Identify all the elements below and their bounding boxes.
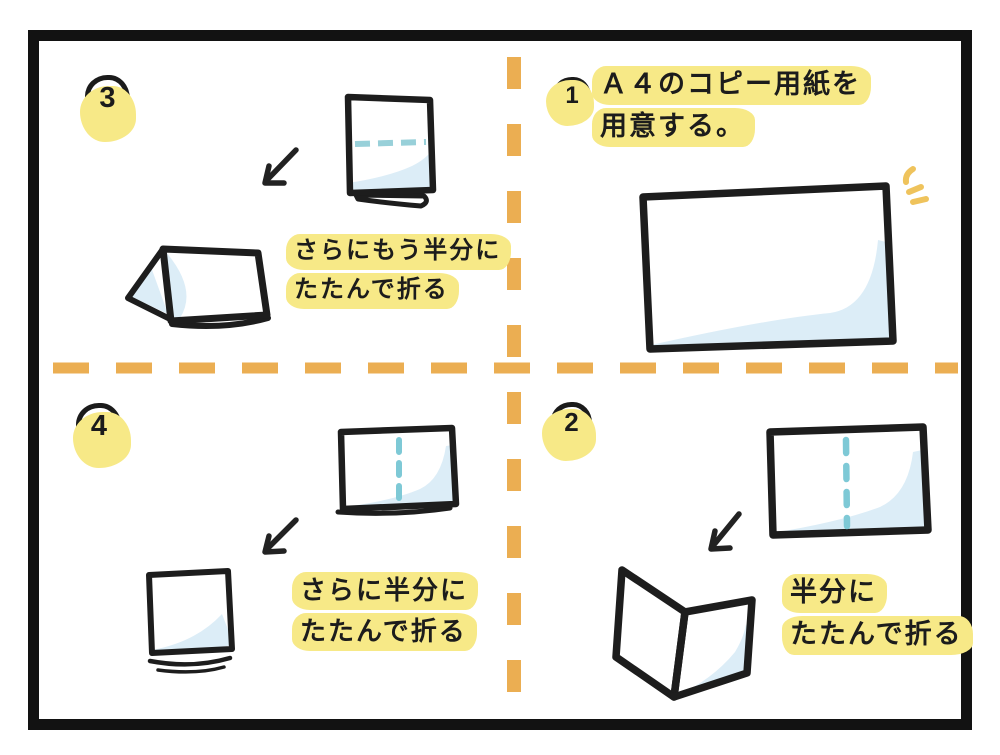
step-1-number: 1 <box>565 81 579 109</box>
paper-shading <box>348 150 433 193</box>
paper-outline <box>766 423 932 539</box>
caption-line: 用意する。 <box>592 108 871 147</box>
step-2-badge: 2 <box>542 402 596 461</box>
fold-crease-line <box>672 619 685 694</box>
panel-3-illustration <box>125 93 437 329</box>
caption-line-highlight: Ａ４のコピー用紙を <box>592 66 871 105</box>
step-3-badge: 3 <box>80 75 136 142</box>
fold-line-dashed <box>842 436 851 530</box>
step-2-caption: 半分に たたんで折る <box>782 574 973 658</box>
tent-bottom-sheet-line <box>169 315 271 329</box>
paper-outline <box>337 424 460 513</box>
paper-shading <box>343 444 456 509</box>
caption-line-highlight: たたんで折る <box>286 273 459 309</box>
caption-line: たたんで折る <box>782 616 973 655</box>
caption-line: たたんで折る <box>292 613 478 651</box>
square-under-edge-line <box>147 655 233 667</box>
caption-line: さらにもう半分に <box>286 234 512 270</box>
paper-shading <box>152 614 232 653</box>
step-1-badge: 1 <box>546 77 594 126</box>
paper-under-edge-line <box>335 505 453 516</box>
caption-line: さらに半分に <box>292 572 479 610</box>
caption-line: たたんで折る <box>286 273 511 309</box>
caption-line-highlight: たたんで折る <box>292 613 477 651</box>
caption-line: Ａ４のコピー用紙を <box>592 66 871 105</box>
arrow-down-left-icon <box>708 511 742 552</box>
panel-4-illustration <box>146 424 460 674</box>
caption-line-highlight: 用意する。 <box>592 108 755 147</box>
step-3-number: 3 <box>99 81 116 114</box>
paper-shading <box>772 448 928 535</box>
step-2-number: 2 <box>564 406 579 437</box>
paper-shading <box>132 267 168 314</box>
fold-line-dashed <box>354 139 427 147</box>
tent-front-face <box>159 245 271 325</box>
paper-shading <box>643 240 893 349</box>
caption-line-highlight: たたんで折る <box>782 616 973 655</box>
square-paper-outline <box>146 568 235 656</box>
caption-line-highlight: さらに半分に <box>292 572 479 610</box>
caption-line-highlight: さらにもう半分に <box>286 234 512 270</box>
arrow-down-left-icon <box>262 517 299 555</box>
panel-1-illustration <box>639 166 929 353</box>
panel-2-illustration <box>612 423 932 701</box>
step-4-caption: さらに半分に たたんで折る <box>292 572 479 654</box>
sparkle-icon <box>902 166 929 205</box>
step-4-number: 4 <box>90 410 108 442</box>
step-1-caption: Ａ４のコピー用紙を 用意する。 <box>592 66 871 150</box>
caption-line: 半分に <box>782 574 973 613</box>
arrow-down-left-icon <box>262 147 299 186</box>
step-4-badge: 4 <box>73 403 131 468</box>
comic-frame-border <box>28 30 972 730</box>
paper-outline <box>344 93 437 197</box>
caption-line-highlight: 半分に <box>782 574 887 613</box>
paper-under-flap <box>353 192 429 209</box>
a4-paper-outline <box>639 182 897 353</box>
square-under-edge-line <box>156 665 226 674</box>
step-3-caption: さらにもう半分に たたんで折る <box>286 234 512 312</box>
